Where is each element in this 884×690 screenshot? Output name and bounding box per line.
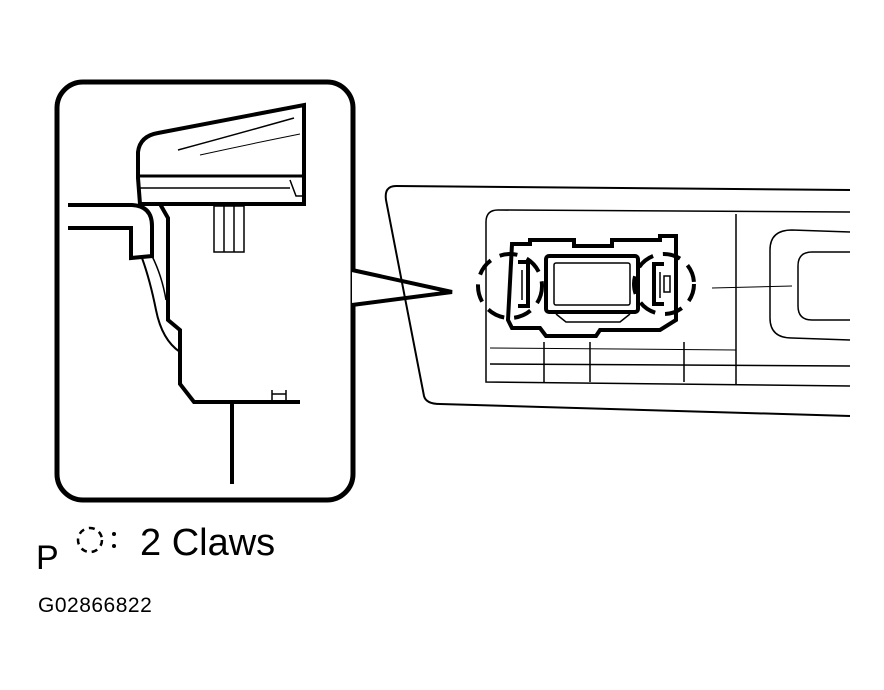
dashed-circle-icon (76, 526, 116, 554)
panel-divider (489, 347, 737, 351)
claw-callout-right (632, 252, 696, 316)
panel-divider (489, 363, 851, 367)
small-marker (271, 390, 287, 400)
claw-hook (151, 255, 167, 301)
left-claw (518, 260, 530, 308)
view-label: P (36, 539, 59, 577)
adjacent-switch (769, 229, 851, 341)
right-claw-notch (663, 275, 671, 293)
main-view (384, 184, 851, 417)
panel-recess (485, 209, 851, 387)
adjacent-switch-window (797, 251, 850, 321)
legend-text: 2 Claws (140, 522, 276, 564)
switch-window (544, 254, 640, 314)
claw-callout-left (476, 252, 544, 320)
panel-outer (384, 184, 851, 417)
figure-id: G02866822 (38, 594, 153, 617)
panel-outline (68, 203, 154, 261)
claw-hook (141, 257, 181, 353)
detail-inset (54, 79, 356, 503)
clip-head-shading (199, 133, 301, 156)
clip-tab (213, 205, 245, 253)
clip-head (136, 102, 306, 206)
claw-body (158, 203, 300, 404)
leader-line (711, 285, 793, 289)
right-claw (652, 262, 664, 306)
clip-head-shading (177, 117, 295, 151)
switch-window-inner (553, 262, 631, 306)
switch-lower-lip (555, 313, 631, 323)
clip-head-step (289, 179, 304, 197)
